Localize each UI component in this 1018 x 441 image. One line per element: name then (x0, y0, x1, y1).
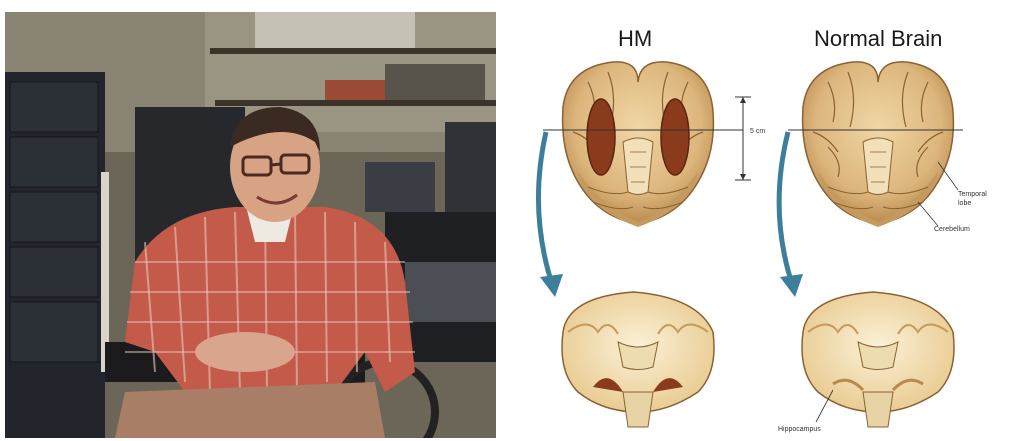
patient-photo (5, 12, 496, 438)
measure-label: 5 cm (750, 128, 765, 135)
cerebellum-label: Cerebellum (934, 226, 970, 233)
normal-brain-header: Normal Brain (814, 26, 942, 52)
hm-header: HM (618, 26, 652, 52)
normal-ventral-brain (803, 62, 954, 227)
hippocampus-label: Hippocampus (778, 426, 821, 433)
temporal-lobe-label: Temporal lobe (958, 190, 987, 208)
normal-coronal-section (802, 292, 954, 427)
hm-ventral-brain (563, 62, 714, 227)
brain-diagram: HM Normal Brain (498, 12, 1016, 440)
hm-coronal-section (562, 292, 714, 427)
